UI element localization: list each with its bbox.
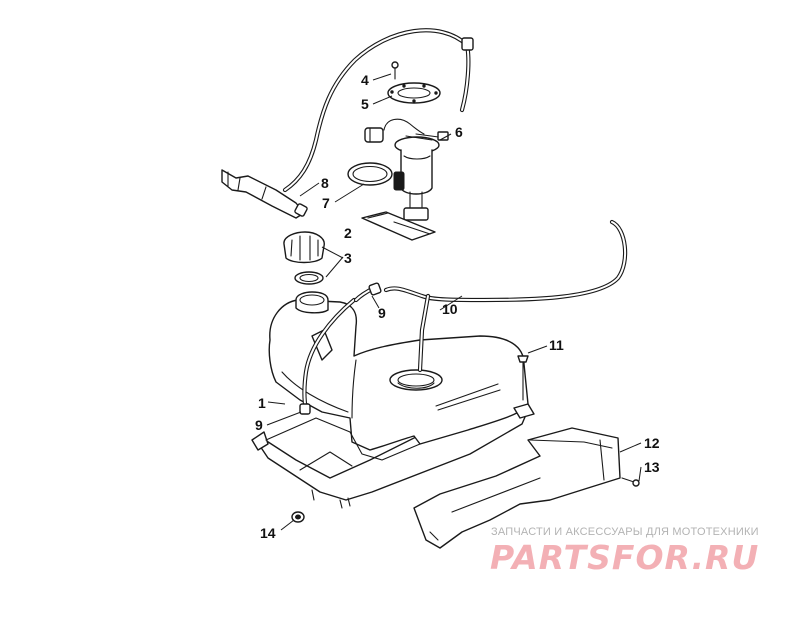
callout-9-upper: 9: [378, 305, 386, 321]
callout-10: 10: [442, 301, 458, 317]
fuel-pump-assembly: [364, 118, 449, 221]
filler-cap: [283, 231, 325, 264]
shield-screw: [621, 477, 640, 487]
hose-clamp-upper: [368, 282, 382, 296]
mounting-screw: [517, 355, 529, 401]
callout-2: 2: [344, 225, 352, 241]
callout-12: 12: [644, 435, 660, 451]
hose-clamp-lower: [299, 403, 311, 415]
fuel-line: [302, 219, 628, 413]
watermark-tagline: ЗАПЧАСТИ И АКСЕССУАРЫ ДЛЯ МОТОТЕХНИКИ: [491, 526, 759, 538]
callout-6: 6: [455, 124, 463, 140]
callout-11: 11: [549, 337, 564, 353]
vent-valve: [221, 169, 308, 219]
leader-lines: [266, 73, 642, 531]
level-plate: [361, 211, 436, 241]
callout-14: 14: [260, 525, 276, 541]
callout-labels: 1 2 3 4 5 6 7 8 9 9 10 11 12 13 14: [255, 72, 660, 541]
pump-gasket: [347, 162, 393, 186]
grommet: [291, 511, 305, 523]
pump-flange-ring: [387, 82, 441, 104]
callout-7: 7: [322, 195, 330, 211]
fuel-tank: [251, 291, 535, 509]
callout-9-lower: 9: [255, 417, 263, 433]
callout-5: 5: [361, 96, 369, 112]
vent-hose: [282, 28, 474, 193]
callout-13: 13: [644, 459, 660, 475]
heat-shield: [413, 427, 621, 549]
callout-3: 3: [344, 250, 352, 266]
filler-o-ring: [294, 271, 324, 285]
watermark-logo: PARTSFOR.RU: [490, 538, 760, 577]
callout-8: 8: [321, 175, 329, 191]
flange-screw: [391, 61, 399, 80]
callout-1: 1: [258, 395, 266, 411]
callout-4: 4: [361, 72, 369, 88]
